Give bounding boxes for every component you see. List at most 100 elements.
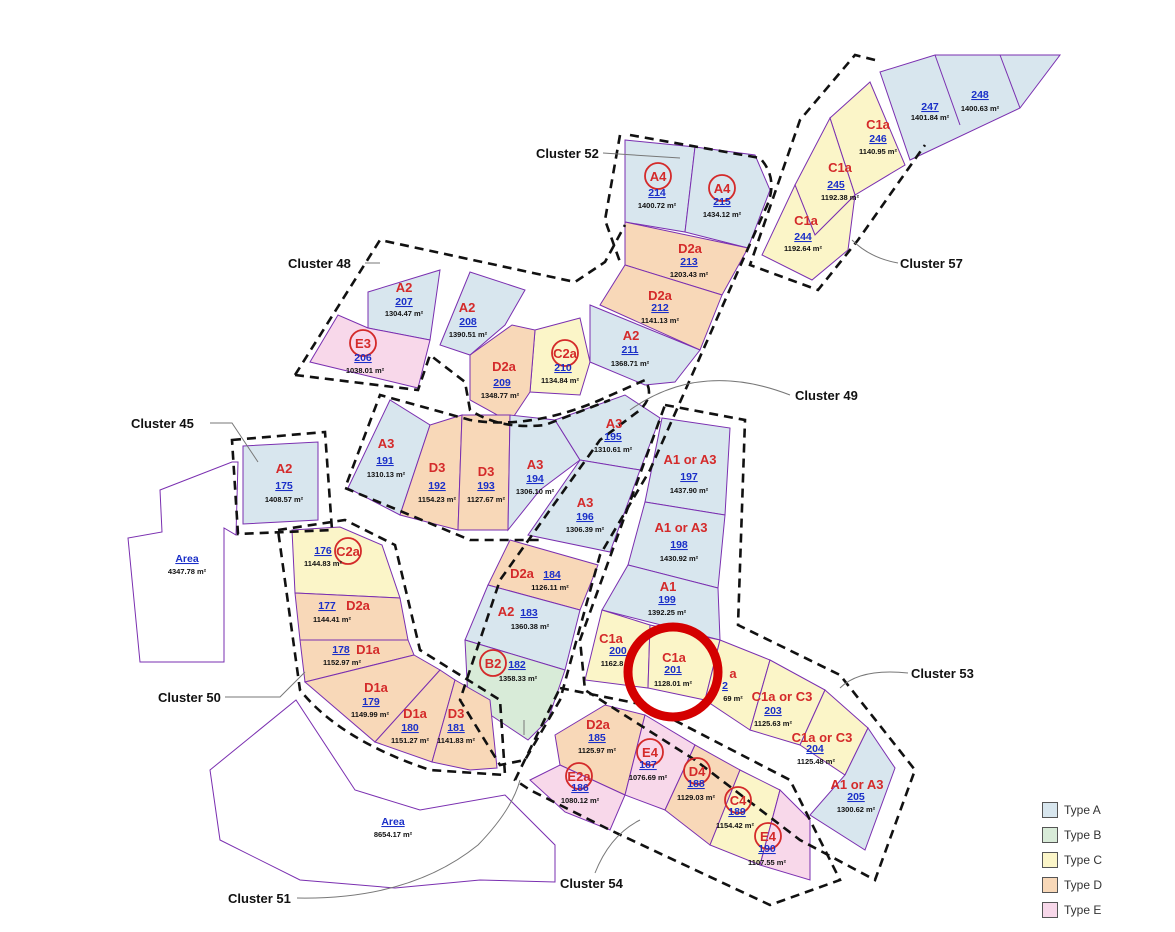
- lot-191-number[interactable]: 191: [376, 455, 394, 467]
- lot-198-number[interactable]: 198: [670, 539, 688, 551]
- lot-202-label[interactable]: a 2 69 m²: [722, 666, 743, 703]
- lot-204-label[interactable]: C1a or C3 204 1125.48 m²: [792, 730, 853, 766]
- lot-214-number[interactable]: 214: [648, 187, 666, 199]
- lot-187-label[interactable]: E4 187 1076.69 m²: [629, 738, 668, 782]
- lot-199-label[interactable]: A1 199 1392.25 m²: [648, 579, 687, 617]
- lot-175-number[interactable]: 175: [275, 480, 293, 492]
- lot-180-label[interactable]: D1a 180 1151.27 m²: [391, 706, 429, 745]
- lot-185-label[interactable]: D2a 185 1125.97 m²: [578, 717, 616, 755]
- lot-190-label[interactable]: E4 190 1107.55 m²: [748, 822, 786, 867]
- lot-189-number[interactable]: 189: [728, 806, 746, 818]
- lot-191-label[interactable]: A3 191 1310.13 m²: [367, 436, 406, 479]
- lot-182-label[interactable]: B2 182 1358.33 m²: [479, 649, 538, 683]
- lot-184-number[interactable]: 184: [543, 569, 561, 581]
- lot-196-label[interactable]: A3 196 1306.39 m²: [566, 495, 605, 534]
- lot-207-label[interactable]: A2 207 1304.47 m²: [385, 280, 424, 318]
- lot-195-number[interactable]: 195: [604, 431, 622, 443]
- lot-215-label[interactable]: A4 215 1434.12 m²: [703, 174, 742, 219]
- lot-198-label[interactable]: A1 or A3 198 1430.92 m²: [655, 520, 708, 563]
- open-area-west-link[interactable]: Area: [175, 553, 199, 565]
- lot-188-number[interactable]: 188: [687, 778, 705, 790]
- lot-179-number[interactable]: 179: [362, 696, 380, 708]
- lot-246-number[interactable]: 246: [869, 133, 887, 145]
- lot-208-type: A2: [459, 300, 476, 315]
- lot-205-number[interactable]: 205: [847, 791, 865, 803]
- lot-181-label[interactable]: D3 181 1141.83 m²: [437, 706, 475, 745]
- lot-183-number[interactable]: 183: [520, 607, 538, 619]
- lot-193-label[interactable]: D3 193 1127.67 m²: [467, 464, 505, 504]
- lot-213-label[interactable]: D2a 213 1203.43 m²: [670, 241, 709, 279]
- lot-203-number[interactable]: 203: [764, 705, 782, 717]
- lot-206-label[interactable]: E3 206 1038.01 m²: [346, 329, 385, 375]
- lot-192-label[interactable]: D3 192 1154.23 m²: [418, 460, 456, 504]
- open-area-west-size: 4347.78 m²: [168, 567, 207, 576]
- lot-179-label[interactable]: D1a 179 1149.99 m²: [351, 680, 389, 719]
- lot-247-label[interactable]: 247 1401.84 m²: [911, 101, 950, 122]
- lot-200-label[interactable]: C1a 200 1162.8: [599, 631, 627, 668]
- lot-193-number[interactable]: 193: [477, 480, 495, 492]
- lot-211-number[interactable]: 211: [622, 344, 639, 356]
- open-area-south-label[interactable]: Area 8654.17 m²: [374, 816, 413, 839]
- lot-211-label[interactable]: A2 211 1368.71 m²: [611, 328, 650, 368]
- lot-176-label[interactable]: C2a 176 1144.83 m²: [304, 537, 362, 568]
- open-area-south-link[interactable]: Area: [381, 816, 405, 828]
- lot-207-number[interactable]: 207: [395, 296, 413, 308]
- lot-185-number[interactable]: 185: [588, 732, 606, 744]
- lot-205-label[interactable]: A1 or A3 205 1300.62 m²: [831, 777, 884, 814]
- open-area-west-label[interactable]: Area 4347.78 m²: [168, 553, 207, 576]
- lot-190-number[interactable]: 190: [758, 843, 776, 855]
- lot-214-label[interactable]: A4 214 1400.72 m²: [638, 162, 677, 210]
- lot-187-number[interactable]: 187: [639, 759, 657, 771]
- lot-178-number[interactable]: 178: [332, 644, 350, 656]
- lot-176-number[interactable]: 176: [314, 545, 332, 557]
- lot-197-label[interactable]: A1 or A3 197 1437.90 m²: [664, 452, 717, 495]
- lot-210-label[interactable]: C2a 210 1134.84 m²: [541, 339, 579, 385]
- lot-210-number[interactable]: 210: [554, 362, 572, 374]
- lot-186-label[interactable]: E2a 186 1080.12 m²: [561, 762, 600, 805]
- legend-swatch-type-b: [1042, 826, 1058, 843]
- lot-183-label[interactable]: A2 183 1360.38 m²: [498, 604, 550, 631]
- lot-180-number[interactable]: 180: [401, 722, 419, 734]
- lot-178-label[interactable]: D1a 178 1152.97 m²: [323, 642, 381, 667]
- lot-209-number[interactable]: 209: [493, 377, 511, 389]
- lot-194-label[interactable]: A3 194 1306.10 m²: [516, 457, 555, 496]
- lot-175-label[interactable]: A2 175 1408.57 m²: [265, 461, 304, 504]
- lot-194-number[interactable]: 194: [526, 473, 544, 485]
- lot-202-number[interactable]: 2: [722, 680, 728, 692]
- lot-246-label[interactable]: C1a 246 1140.95 m²: [859, 117, 897, 156]
- lot-177-number[interactable]: 177: [318, 600, 336, 612]
- lot-182-number[interactable]: 182: [508, 659, 526, 671]
- lot-248-number[interactable]: 248: [971, 89, 989, 101]
- lot-208-number[interactable]: 208: [459, 316, 477, 328]
- legend-item-type-c: Type C: [1042, 847, 1102, 872]
- lot-186-number[interactable]: 186: [571, 782, 589, 794]
- lot-208-label[interactable]: A2 208 1390.51 m²: [449, 300, 488, 339]
- lot-206-number[interactable]: 206: [354, 352, 372, 364]
- lot-188-label[interactable]: D4 188 1129.03 m²: [677, 757, 715, 802]
- lot-248-label[interactable]: 248 1400.63 m²: [961, 89, 1000, 113]
- lot-212-label[interactable]: D2a 212 1141.13 m²: [641, 288, 679, 325]
- lot-200-number[interactable]: 200: [609, 645, 627, 657]
- lot-245-label[interactable]: C1a 245 1192.38 m²: [821, 160, 859, 202]
- lot-196-number[interactable]: 196: [576, 511, 594, 523]
- lot-215-number[interactable]: 215: [713, 196, 731, 208]
- lot-209-label[interactable]: D2a 209 1348.77 m²: [481, 359, 520, 400]
- lot-201-label[interactable]: C1a 201 1128.01 m²: [654, 650, 692, 688]
- lot-244-number[interactable]: 244: [794, 231, 812, 243]
- lot-212-number[interactable]: 212: [651, 302, 669, 314]
- lot-213-number[interactable]: 213: [680, 256, 698, 268]
- lot-245-number[interactable]: 245: [827, 179, 845, 191]
- lot-195-label[interactable]: A3 195 1310.61 m²: [594, 416, 633, 454]
- lot-201-number[interactable]: 201: [664, 664, 682, 676]
- lot-204-number[interactable]: 204: [806, 743, 824, 755]
- lot-199-number[interactable]: 199: [658, 594, 676, 606]
- lot-203-label[interactable]: C1a or C3 203 1125.63 m²: [752, 689, 813, 728]
- lot-189-label[interactable]: C4 189 1154.42 m²: [716, 786, 754, 830]
- lot-181-number[interactable]: 181: [447, 722, 465, 734]
- lot-192-number[interactable]: 192: [428, 480, 446, 492]
- lot-244-label[interactable]: C1a 244 1192.64 m²: [784, 213, 822, 253]
- lot-197-number[interactable]: 197: [680, 471, 698, 483]
- lot-247-number[interactable]: 247: [921, 101, 939, 113]
- lot-184-label[interactable]: D2a 184 1126.11 m²: [510, 566, 569, 592]
- lot-177-label[interactable]: D2a 177 1144.41 m²: [313, 598, 371, 624]
